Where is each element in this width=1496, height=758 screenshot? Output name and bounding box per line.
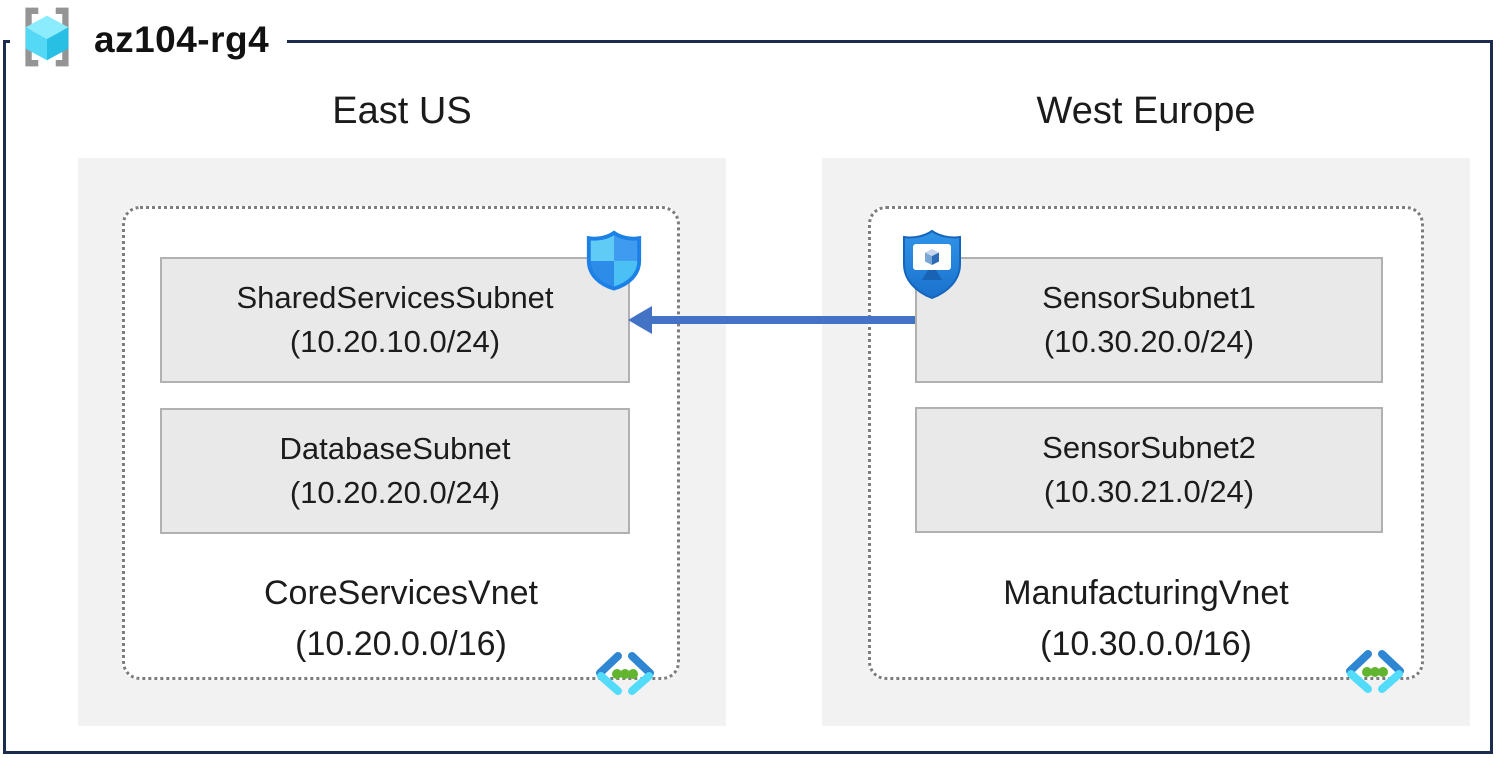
vnet-label-coreservices: CoreServicesVnet (10.20.0.0/16) xyxy=(122,568,680,670)
subnet-name: SensorSubnet2 xyxy=(1042,429,1256,465)
subnet-cidr: (10.20.10.0/24) xyxy=(289,324,501,359)
resource-group-frame xyxy=(3,40,1493,754)
subnet-cidr: (10.30.20.0/24) xyxy=(1043,324,1255,359)
bastion-shield-icon xyxy=(899,228,965,309)
subnet-sensor1: SensorSubnet1 (10.30.20.0/24) xyxy=(915,257,1383,383)
vnet-name: CoreServicesVnet xyxy=(263,574,538,612)
resource-group-header: az104-rg4 xyxy=(10,4,288,75)
nsg-shield-icon xyxy=(583,229,645,296)
virtual-network-icon xyxy=(592,650,658,701)
region-label-east-us: East US xyxy=(332,90,472,132)
vnet-cidr: (10.30.0.0/16) xyxy=(1040,625,1252,663)
subnet-name: SharedServicesSubnet xyxy=(236,279,554,315)
vnet-label-manufacturing: ManufacturingVnet (10.30.0.0/16) xyxy=(868,568,1424,670)
region-label-west-europe: West Europe xyxy=(1036,90,1256,132)
vnet-name: ManufacturingVnet xyxy=(1003,574,1289,612)
virtual-network-icon xyxy=(1342,648,1408,699)
resource-group-icon xyxy=(14,4,80,75)
resource-group-title: az104-rg4 xyxy=(94,18,270,60)
subnet-name: DatabaseSubnet xyxy=(279,430,511,466)
subnet-name: SensorSubnet1 xyxy=(1042,279,1256,315)
subnet-sensor2: SensorSubnet2 (10.30.21.0/24) xyxy=(915,407,1383,533)
subnet-database: DatabaseSubnet (10.20.20.0/24) xyxy=(160,408,630,534)
vnet-cidr: (10.20.0.0/16) xyxy=(295,625,507,663)
subnet-cidr: (10.20.20.0/24) xyxy=(289,475,501,510)
subnet-sharedservices: SharedServicesSubnet (10.20.10.0/24) xyxy=(160,257,630,383)
vnet-connection-arrow-line xyxy=(650,316,915,324)
subnet-cidr: (10.30.21.0/24) xyxy=(1043,474,1255,509)
vnet-connection-arrow-head xyxy=(628,306,652,334)
